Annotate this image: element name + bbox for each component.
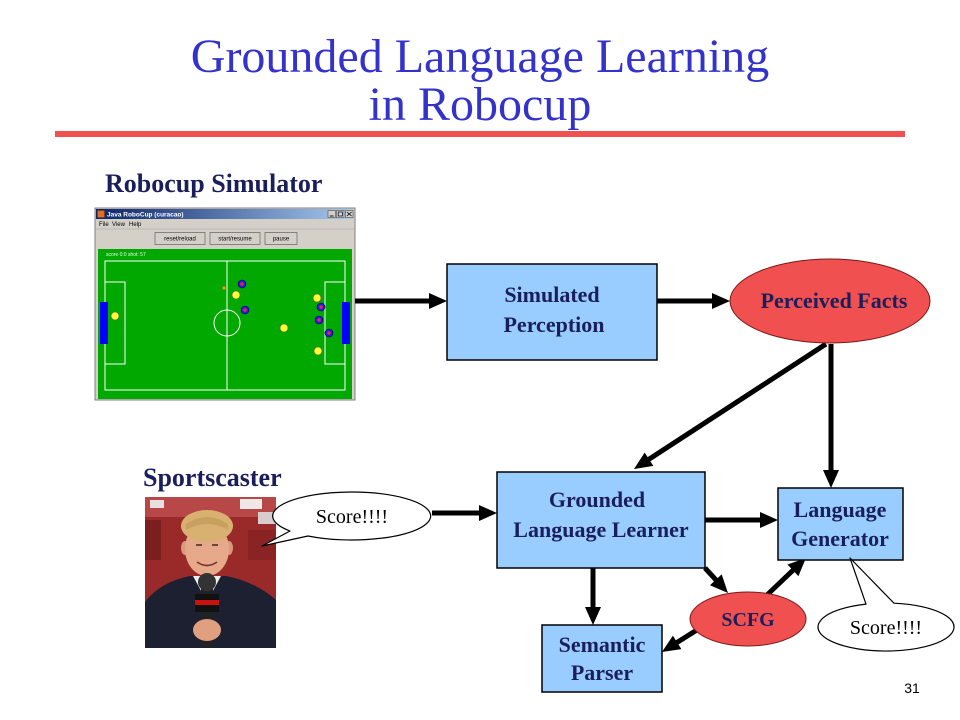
microphone-icon — [193, 573, 221, 648]
sportscaster-person — [145, 510, 276, 648]
player-blue — [240, 305, 250, 315]
pause-label: pause — [273, 237, 290, 243]
close-icon — [345, 210, 354, 218]
sportscaster-photo — [145, 497, 276, 648]
node-simulated-perception-line-1: Simulated — [504, 282, 599, 307]
left-goal — [100, 302, 108, 344]
reset-reload-button: reset/reload — [154, 232, 206, 245]
node-simulated-perception: Simulated Perception — [446, 263, 658, 361]
node-perceived-facts-label: Perceived Facts — [761, 288, 908, 313]
node-semantic-parser-line-1: Semantic — [559, 632, 646, 657]
center-circle — [213, 309, 241, 337]
soccer-field: score 0:0 shot: 57 — [98, 249, 352, 399]
node-language-generator-line-1: Language — [794, 497, 887, 522]
node-semantic-parser-line-2: Parser — [571, 660, 634, 685]
title-underline — [55, 131, 905, 137]
player-yellow — [231, 290, 241, 300]
node-scfg: SCFG — [689, 591, 807, 647]
arrow-scfg-to-generator — [765, 557, 806, 597]
maximize-icon — [336, 210, 345, 218]
node-scfg-label: SCFG — [721, 609, 775, 631]
speech-text-generator: Score!!!! — [850, 617, 922, 639]
menu-file: File — [99, 222, 109, 228]
ball — [222, 286, 226, 290]
page-number: 31 — [904, 680, 920, 696]
robocup-simulator-window: Java RoboCup (curacao) File View Help re… — [94, 207, 356, 401]
node-semantic-parser: Semantic Parser — [541, 624, 663, 693]
start-resume-button: start/resume — [209, 232, 261, 245]
menu-view: View — [112, 222, 126, 228]
slide-title-line-1: Grounded Language Learning — [191, 30, 769, 83]
robocup-simulator-label: Robocup Simulator — [105, 169, 322, 198]
speech-bubble-generator: Score!!!! — [817, 557, 955, 652]
node-perceived-facts: Perceived Facts — [729, 258, 931, 344]
window-toolbar: reset/reload start/resume pause — [154, 232, 298, 245]
reset-reload-label: reset/reload — [164, 237, 196, 243]
field-grass — [98, 249, 352, 399]
node-grounded-language-learner-line-2: Language Learner — [513, 517, 689, 542]
menu-help: Help — [129, 222, 142, 228]
right-goal — [342, 302, 350, 344]
score-status: score 0:0 shot: 57 — [106, 252, 146, 258]
player-blue — [237, 279, 247, 289]
window-titlebar — [96, 209, 354, 219]
window-menu-bar: File View Help — [99, 222, 142, 228]
player-yellow — [313, 346, 323, 356]
node-simulated-perception-line-2: Perception — [503, 312, 604, 337]
speech-bubble-sportscaster: Score!!!! — [261, 491, 432, 547]
player-yellow — [312, 293, 322, 303]
pause-button: pause — [264, 232, 298, 245]
arrow-facts-to-learner — [633, 341, 828, 470]
node-language-generator: Language Generator — [777, 487, 904, 561]
player-blue — [316, 302, 326, 312]
speech-text-sportscaster: Score!!!! — [316, 506, 388, 528]
window-title: Java RoboCup (curacao) — [107, 211, 184, 218]
slide-title-line-2: in Robocup — [369, 78, 592, 131]
sportscaster-label: Sportscaster — [143, 463, 282, 492]
player-yellow — [279, 323, 289, 333]
minimize-icon — [327, 210, 336, 218]
node-language-generator-line-2: Generator — [791, 526, 889, 551]
arrow-learner-to-scfg — [703, 566, 728, 594]
node-grounded-language-learner: Grounded Language Learner — [496, 471, 706, 569]
player-blue — [314, 315, 324, 325]
node-grounded-language-learner-line-1: Grounded — [549, 487, 645, 512]
java-icon — [97, 210, 105, 218]
player-blue — [324, 328, 334, 338]
player-yellow — [110, 311, 120, 321]
start-resume-label: start/resume — [218, 237, 252, 243]
